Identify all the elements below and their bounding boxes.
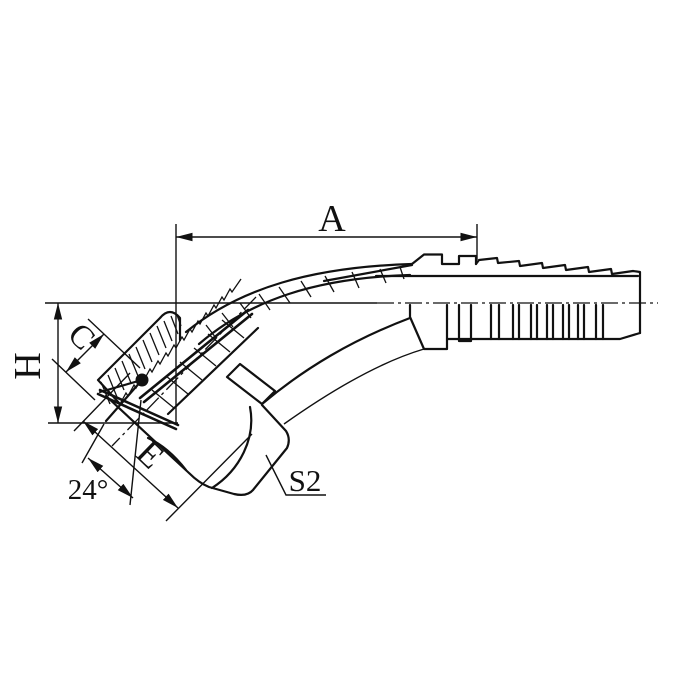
- dim-c-extension-lines: [51, 318, 141, 401]
- tube-band-taper-line: [322, 263, 414, 283]
- label-dim-a: A: [318, 198, 346, 240]
- nut-back-washer: [225, 362, 277, 406]
- label-dim-e: E: [129, 432, 173, 476]
- tube-bottom-inner-curve: [283, 348, 425, 425]
- tube-outer-curve: [184, 262, 414, 334]
- label-hex-size: S2: [289, 463, 322, 498]
- dim-line-c: [65, 333, 105, 373]
- barb-rings-bottom: [489, 303, 605, 341]
- cone-flank-lines: [98, 378, 144, 423]
- crimp-collar-tabs: [410, 253, 478, 266]
- seal-point-dot: [135, 373, 149, 387]
- tube-wall-section-ticks: [205, 266, 405, 339]
- dimensions: [51, 232, 477, 522]
- tail-bottom-edge: [445, 331, 642, 341]
- tube-bottom-outer-curve: [260, 316, 412, 406]
- sleeve-outer-edge: [166, 326, 260, 416]
- socket-skirt: [408, 303, 449, 351]
- nut-hex-outline: [104, 394, 290, 496]
- dim-line-cone-angle: [87, 457, 134, 499]
- hose-tail: [374, 253, 642, 351]
- sleeve-section-ticks: [151, 319, 245, 409]
- label-dim-h: H: [7, 352, 49, 379]
- s2-leader-line: [265, 454, 326, 496]
- thread-section: [96, 278, 260, 431]
- tube-inner-curve: [197, 273, 412, 346]
- label-dim-c: C: [61, 316, 102, 357]
- sleeve-edge-double-line: [138, 308, 254, 404]
- elbow-tube: [184, 262, 425, 425]
- collar-ring-bottom: [457, 303, 473, 343]
- label-cone-angle: 24°: [68, 474, 109, 506]
- nut-hex-corner-arc: [210, 405, 253, 490]
- barb-serration-top: [474, 256, 642, 335]
